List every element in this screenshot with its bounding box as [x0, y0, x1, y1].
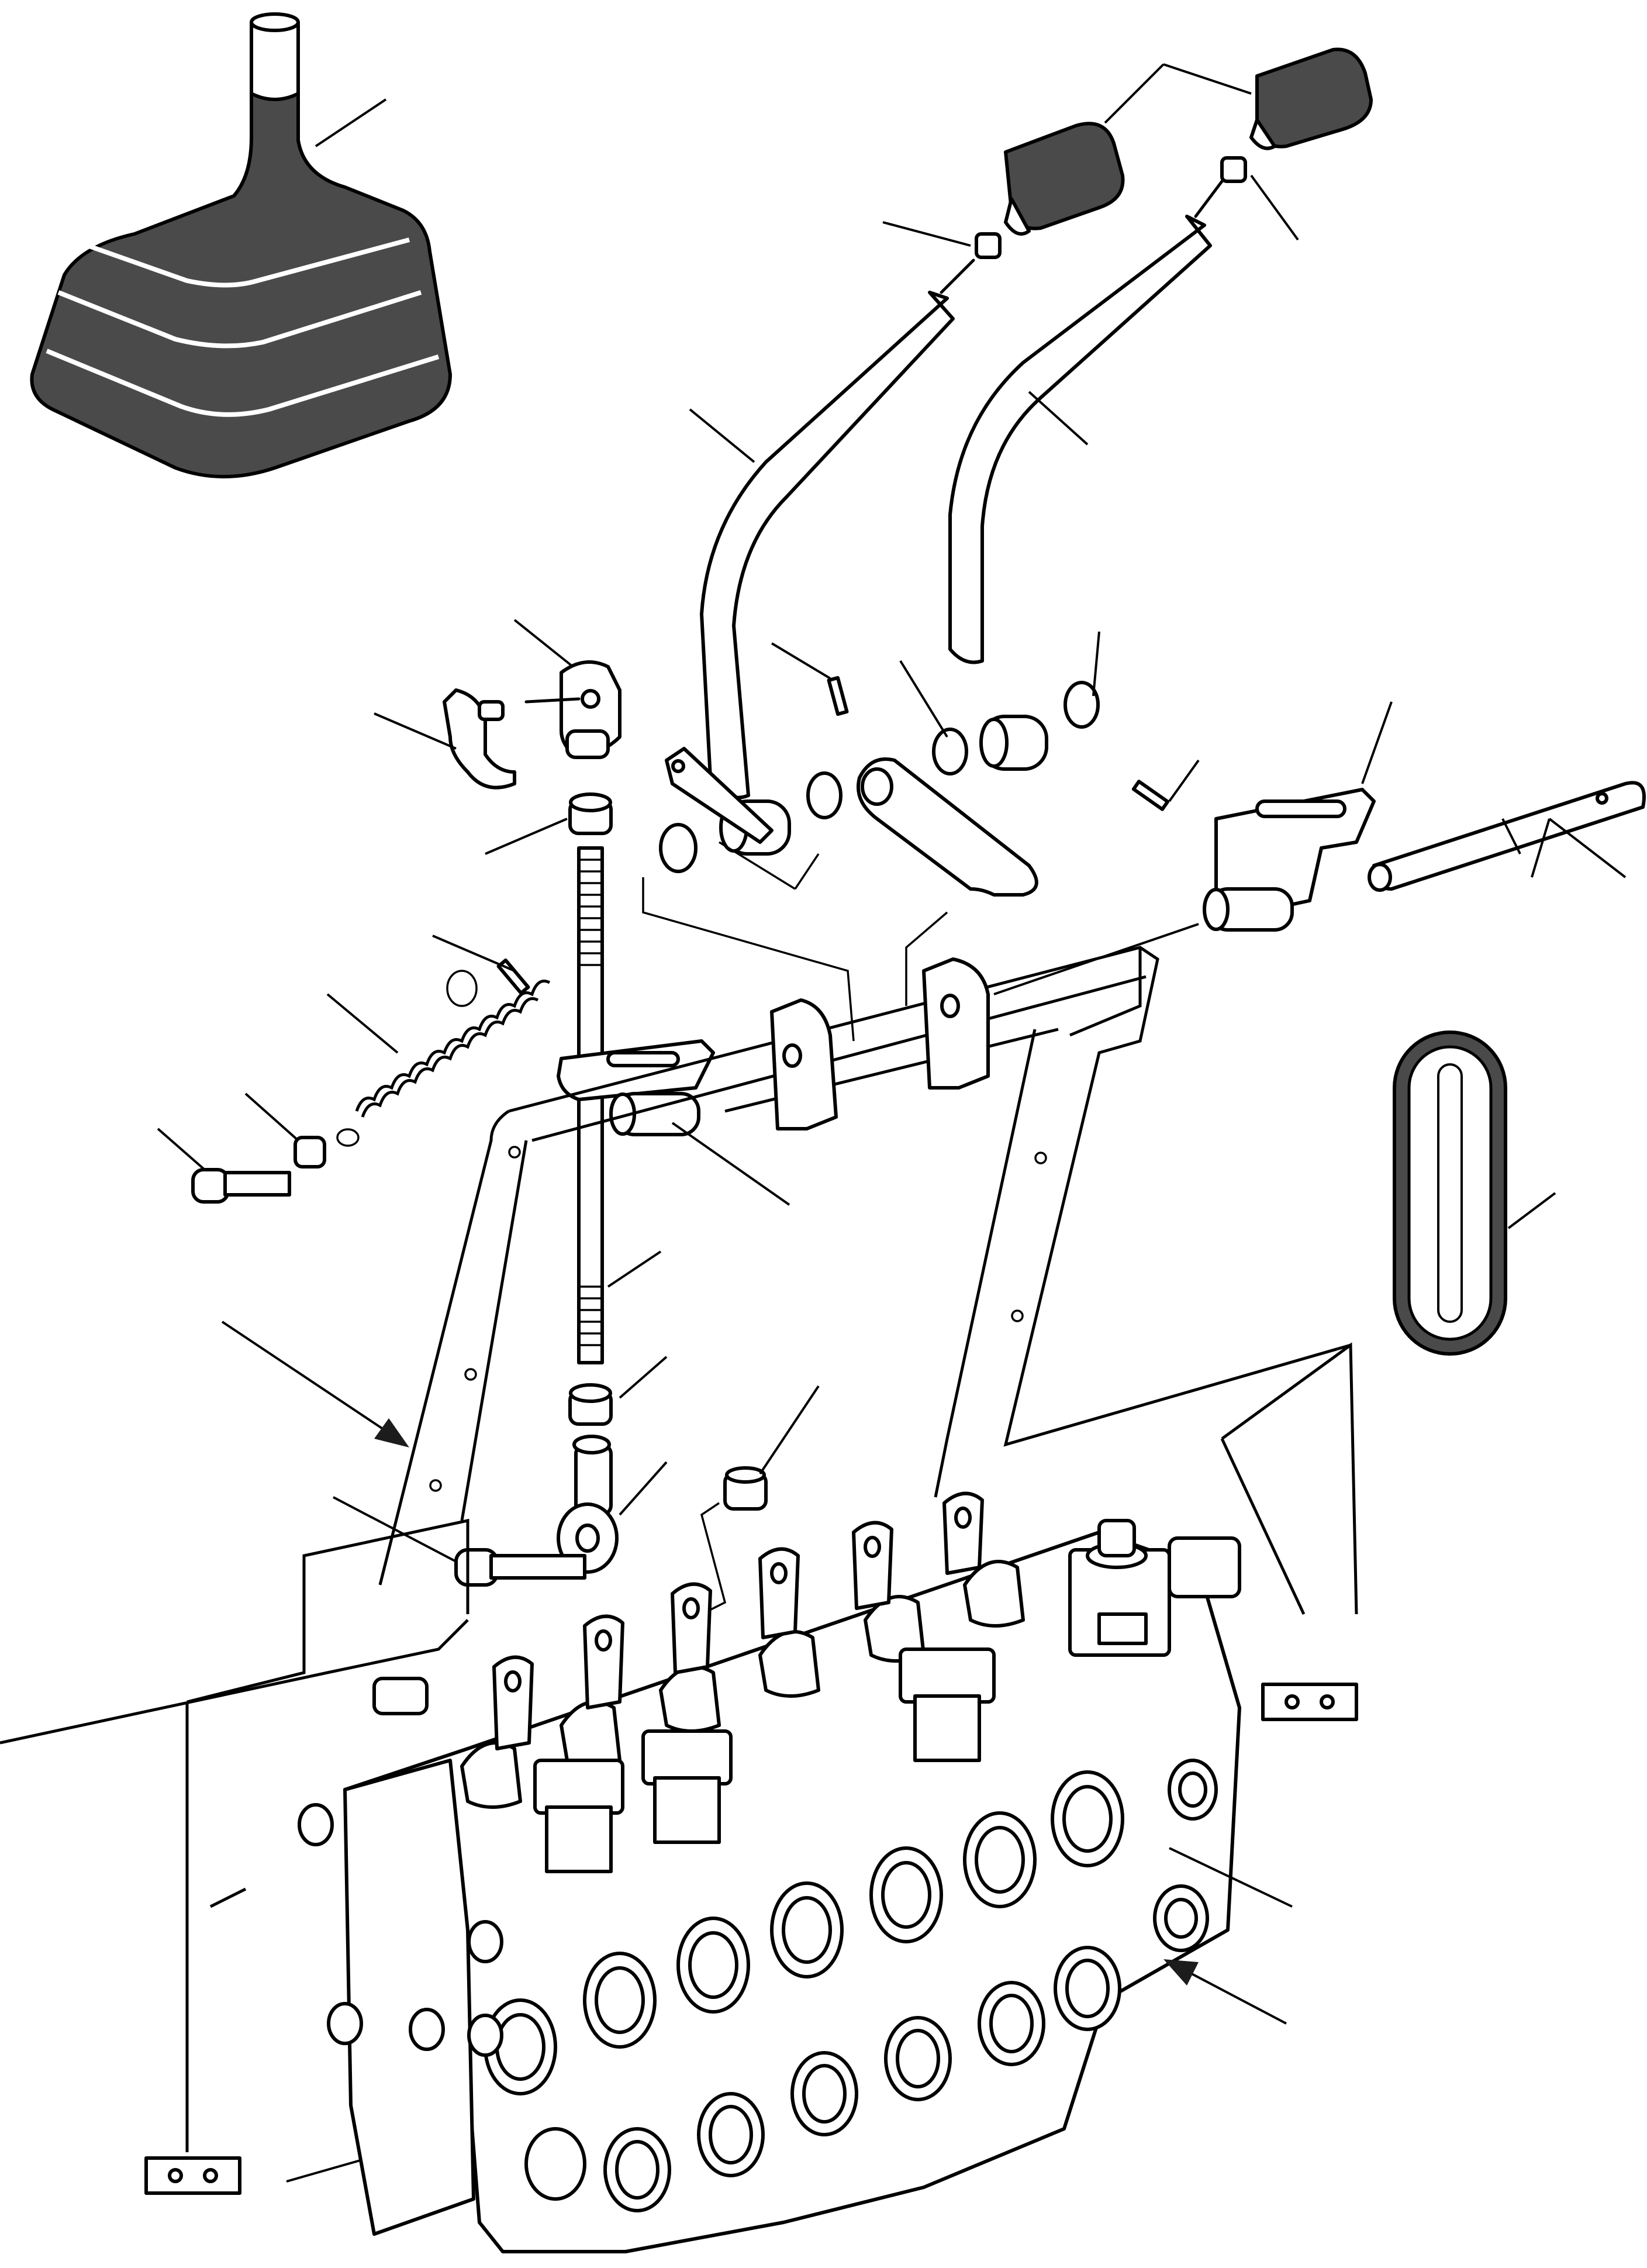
- spring-bolt-icon: [157, 1092, 326, 1204]
- control-valve-block-icon: [298, 1491, 1293, 2253]
- control-lever-right-icon: [948, 180, 1224, 664]
- rubber-boot-icon: [30, 12, 452, 478]
- clevis-icon: [513, 619, 621, 759]
- mounting-frame-icon: [0, 877, 1358, 2195]
- lever-plate-icon: [665, 747, 820, 890]
- coil-spring-icon: [326, 970, 551, 1147]
- right-bracket-icon: [1131, 701, 1393, 932]
- direction-arrow-icon: [221, 1321, 1287, 2025]
- threaded-rod-icon: [577, 846, 662, 1364]
- oval-grommet-icon: [1393, 1030, 1556, 1356]
- flat-link-icon: [771, 642, 1038, 897]
- control-knob-icon: [1004, 47, 1373, 236]
- lock-nut-icon: [700, 1385, 820, 1615]
- rod-nut-icon: [485, 792, 668, 1426]
- spring-bracket-icon: [432, 935, 790, 1206]
- knob-nut-icon: [882, 156, 1299, 259]
- rod-end-eye-icon: [557, 1435, 668, 1574]
- clevis-clip-icon: [374, 688, 516, 790]
- control-lever-left-icon: [689, 258, 975, 799]
